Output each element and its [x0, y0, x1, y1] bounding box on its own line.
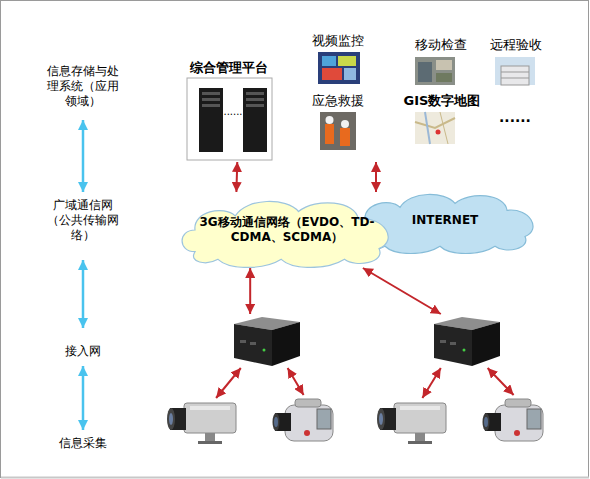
- link-arrow: [488, 368, 514, 395]
- layer-label: 信息存储与处理系统（应用领域）: [46, 64, 120, 109]
- link-arrow: [363, 268, 441, 314]
- camera-box: [378, 398, 452, 446]
- camera-box: [483, 395, 551, 445]
- app-thumbnail-box: 远程验收: [484, 37, 548, 87]
- ellipsis-label: ......: [490, 110, 540, 125]
- app-thumbnail-box: GIS数字地图: [398, 93, 486, 145]
- cloud-shape: [182, 201, 388, 267]
- rescue-thumbnail: [320, 112, 356, 150]
- link-arrow: [288, 368, 304, 395]
- link-arrow: [216, 368, 241, 398]
- camera-box: [273, 395, 341, 445]
- inspection-thumbnail: [415, 57, 455, 85]
- camcorder-icon: [273, 399, 334, 441]
- access-device-icon: [234, 317, 300, 366]
- node-title: 视频监控: [312, 33, 364, 48]
- app-thumbnail-box: 应急救援: [306, 93, 370, 151]
- link-arrow: [422, 368, 440, 398]
- internet-app-arrow: [375, 162, 377, 192]
- network-cloud: 3G移动通信网络（EVDO、TD-CDMA、SCDMA）: [172, 192, 402, 268]
- box-camera-icon: [377, 403, 446, 444]
- access-device-box: [430, 314, 502, 368]
- layer-arrow: [82, 120, 85, 192]
- camera-box: [168, 398, 242, 446]
- app-thumbnail-box: 视频监控: [306, 33, 370, 85]
- server-icon: [199, 88, 267, 152]
- app-thumbnail-box: 移动检查: [408, 37, 474, 87]
- acceptance-thumbnail: [495, 57, 535, 85]
- ellipsis-label: ......: [219, 104, 247, 119]
- video-monitor-thumbnail: [318, 52, 360, 84]
- node-title: GIS数字地图: [404, 93, 481, 108]
- gis-map-thumbnail: [415, 112, 455, 144]
- frame-shadow: [1, 477, 589, 479]
- camcorder-icon: [483, 399, 544, 441]
- node-title: 综合管理平台: [190, 60, 268, 75]
- box-camera-icon: [167, 403, 236, 444]
- cloud-label: 3G移动通信网络（EVDO、TD-CDMA、SCDMA）: [196, 215, 378, 245]
- link-arrow: [249, 268, 251, 314]
- layer-arrow: [82, 260, 85, 328]
- node-title: 应急救援: [312, 93, 364, 108]
- layer-label: 接入网: [40, 344, 126, 359]
- access-device-box: [230, 314, 302, 368]
- link-arrow: [235, 162, 238, 192]
- platform-frame: [187, 78, 272, 160]
- layer-label: 信息采集: [40, 436, 126, 451]
- layer-label: 广域通信网（公共传输网络）: [46, 198, 120, 243]
- node-title: 远程验收: [490, 37, 542, 52]
- access-device-icon: [434, 317, 500, 366]
- layer-arrow: [82, 366, 85, 430]
- cloud-label: INTERNET: [412, 213, 479, 228]
- cloud-shape: [354, 194, 533, 253]
- node-title: 移动检查: [415, 37, 467, 52]
